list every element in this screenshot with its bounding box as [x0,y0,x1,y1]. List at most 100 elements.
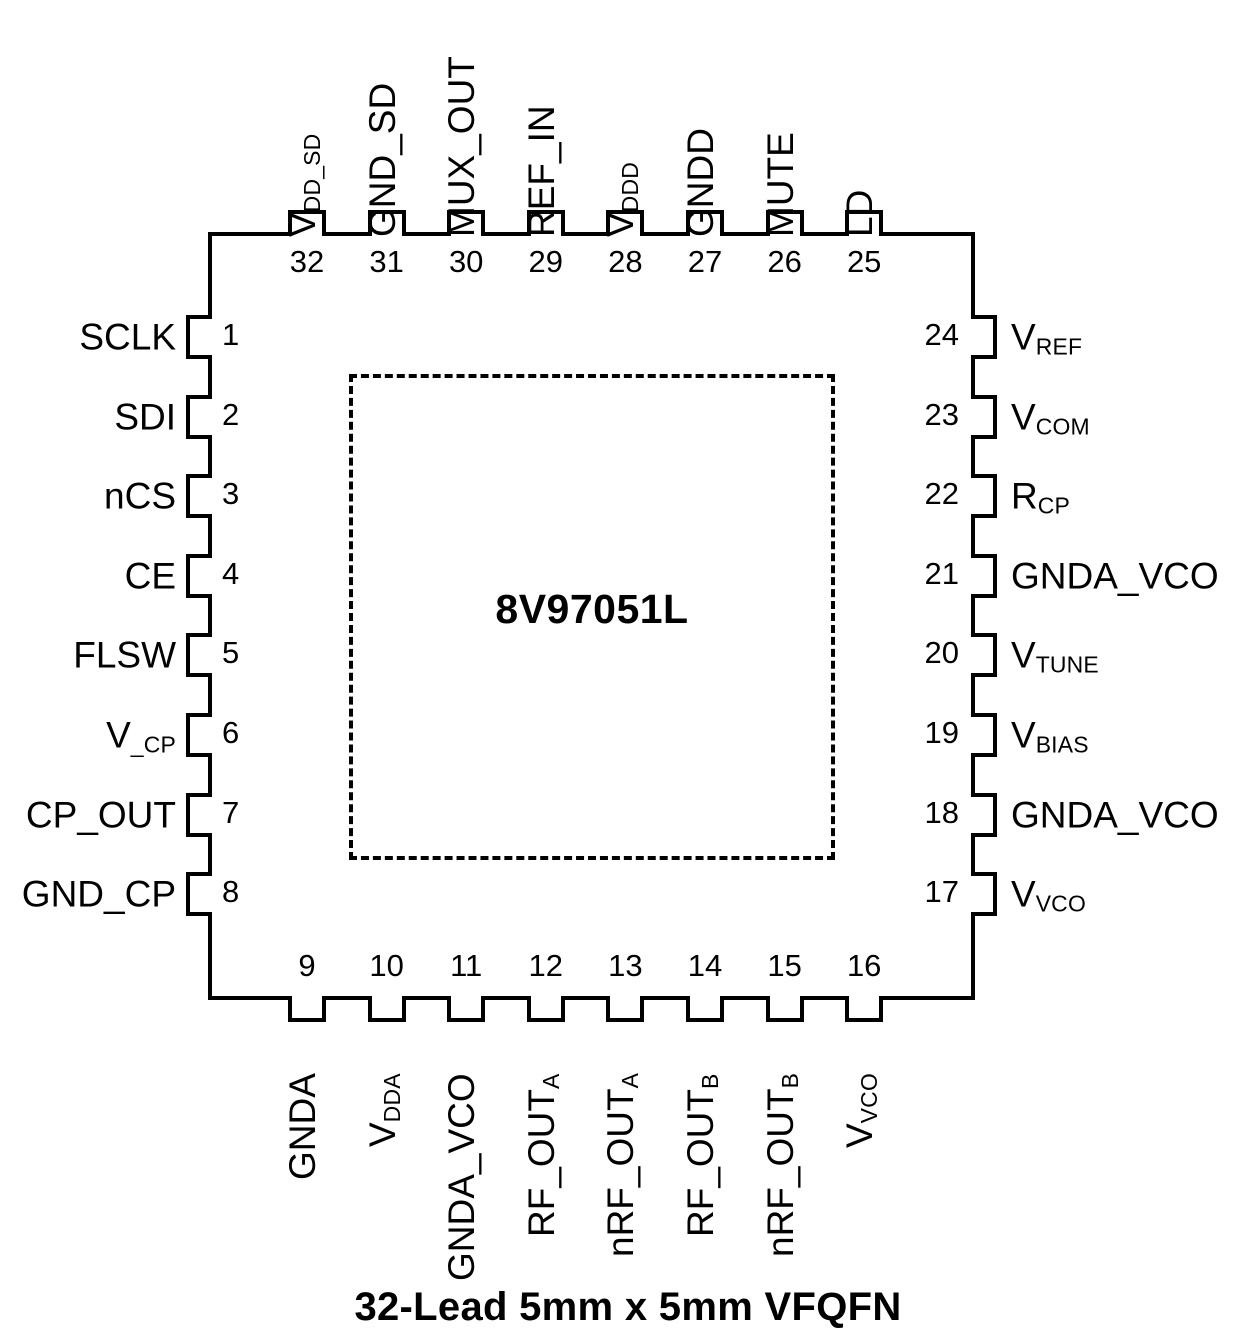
pin-tab-20 [971,633,997,678]
pin-tab-5 [186,633,212,678]
pin-number-31: 31 [369,244,404,279]
pin-number-30: 30 [448,244,484,279]
pin-tab-29 [526,210,565,236]
pin-number-32: 32 [289,244,325,279]
pin-label-21: GNDA_VCO [1011,555,1219,597]
pin-number-23: 23 [924,396,959,432]
pin-label-18: GNDA_VCO [1011,794,1219,836]
pin-number-21: 21 [924,555,959,591]
pin-number-28: 28 [608,244,643,279]
pin-tab-13 [606,996,645,1022]
pin-label-12: RF_OUTA [520,1073,564,1238]
pin-label-32: VDD_SD [282,133,326,237]
pin-tab-9 [288,996,326,1022]
pin-tab-15 [765,996,804,1022]
pin-label-1: SCLK [79,316,176,358]
pin-number-5: 5 [222,635,240,671]
pin-tab-12 [526,996,565,1022]
pin-label-3: nCS [104,475,176,517]
pin-tab-2 [186,394,212,439]
pin-label-11: GNDA_VCO [441,1073,483,1281]
pin-number-20: 20 [924,635,959,671]
pin-tab-27 [686,210,724,236]
pin-label-28: VDDD [600,162,644,237]
pin-number-3: 3 [222,476,240,512]
pin-number-6: 6 [222,715,240,750]
pin-tab-14 [686,996,724,1022]
pin-number-29: 29 [528,244,564,279]
pin-number-4: 4 [222,555,240,591]
pin-label-25: LD [839,189,881,237]
pin-number-1: 1 [222,317,240,352]
pin-label-23: VCOM [1011,396,1090,440]
pin-label-27: GNDD [680,128,721,237]
pin-number-11: 11 [450,948,483,983]
pin-tab-26 [765,210,804,236]
pin-tab-4 [186,553,212,598]
pin-tab-17 [971,872,997,917]
part-number-label: 8V97051L [495,586,689,632]
pin-label-10: VDDA [361,1073,405,1147]
pin-label-15: nRF_OUTB [759,1072,803,1257]
pin-label-5: FLSW [73,634,176,676]
pin-label-16: VVCO [839,1073,883,1148]
pin-tab-10 [367,996,406,1022]
pin-tab-31 [367,210,406,236]
pin-tab-21 [971,553,997,598]
pin-number-2: 2 [222,396,240,432]
pin-number-15: 15 [767,948,802,983]
pin-number-19: 19 [924,715,959,750]
pin-label-8: GND_CP [21,873,176,915]
pin-tab-30 [447,210,486,236]
thermal-pad-outline [349,374,835,860]
pin-label-24: VREF [1011,316,1083,360]
pin-number-25: 25 [846,244,882,279]
pin-label-26: MUTE [759,132,801,237]
pin-tab-19 [971,713,997,757]
pin-number-14: 14 [687,948,723,983]
pin-label-14: RF_OUTB [680,1073,724,1238]
pin-tab-28 [606,210,645,236]
package-caption: 32-Lead 5mm x 5mm VFQFN [354,1285,902,1329]
pin-number-24: 24 [924,317,959,352]
pin-tab-24 [971,315,997,359]
pin-label-7: CP_OUT [25,794,176,836]
pin-label-29: REF_IN [520,105,562,237]
pin-label-2: SDI [114,396,176,438]
pin-number-27: 27 [687,244,723,279]
pin-tab-23 [971,394,997,439]
pin-number-10: 10 [369,948,404,983]
pin-label-22: RCP [1011,475,1070,519]
pin-label-4: CE [124,555,176,597]
pin-label-13: nRF_OUTA [600,1072,644,1257]
pin-number-17: 17 [924,874,959,910]
pin-label-9: GNDA [282,1073,323,1180]
pin-number-8: 8 [222,874,240,910]
pin-number-18: 18 [924,794,959,830]
pin-label-6: V_CP [106,714,176,758]
pin-tab-32 [288,210,326,236]
pin-number-9: 9 [298,948,316,983]
pin-label-20: VTUNE [1011,634,1099,678]
pin-tab-18 [971,792,997,837]
pin-number-22: 22 [924,476,959,512]
pin-number-16: 16 [846,948,882,983]
pin-tab-3 [186,474,212,519]
pin-number-12: 12 [528,948,564,983]
pin-tab-8 [186,872,212,917]
pin-tab-1 [186,315,212,359]
pin-tab-25 [845,210,884,236]
pin-label-31: GND_SD [361,82,403,237]
pin-tab-7 [186,792,212,837]
pin-label-30: MUX_OUT [441,56,483,237]
pin-tab-16 [845,996,884,1022]
pin-number-7: 7 [222,794,240,830]
pin-number-13: 13 [608,948,643,983]
pin-number-26: 26 [767,244,802,279]
pin-tab-11 [447,996,486,1022]
pin-label-17: VVCO [1011,873,1086,917]
package-body-outline [208,232,975,1000]
pin-label-19: VBIAS [1011,714,1089,758]
pin-tab-22 [971,474,997,519]
